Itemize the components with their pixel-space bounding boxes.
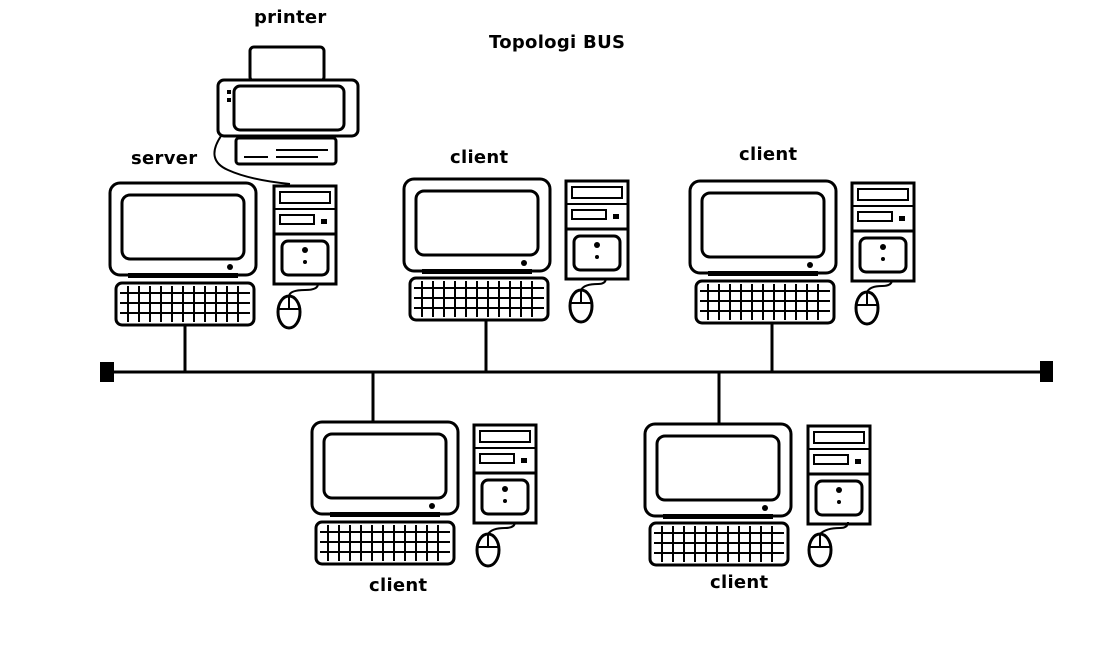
client-station-top-1: [402, 177, 630, 324]
client-station-top-2: [688, 179, 916, 326]
client-label-bottom-1: client: [369, 575, 428, 596]
client-station-bottom-1: [310, 420, 538, 568]
diagram-title: Topologi BUS: [489, 32, 626, 53]
server-label: server: [131, 148, 198, 169]
bus-terminator-left: [100, 362, 114, 382]
printer-label: printer: [254, 7, 327, 28]
printer-icon: [213, 45, 360, 185]
client-station-bottom-2: [643, 422, 872, 568]
bus-terminator-right: [1040, 361, 1053, 382]
client-label-top-1: client: [450, 147, 509, 168]
client-label-top-2: client: [739, 144, 798, 165]
client-label-bottom-2: client: [710, 572, 769, 593]
server-station: [108, 181, 338, 330]
